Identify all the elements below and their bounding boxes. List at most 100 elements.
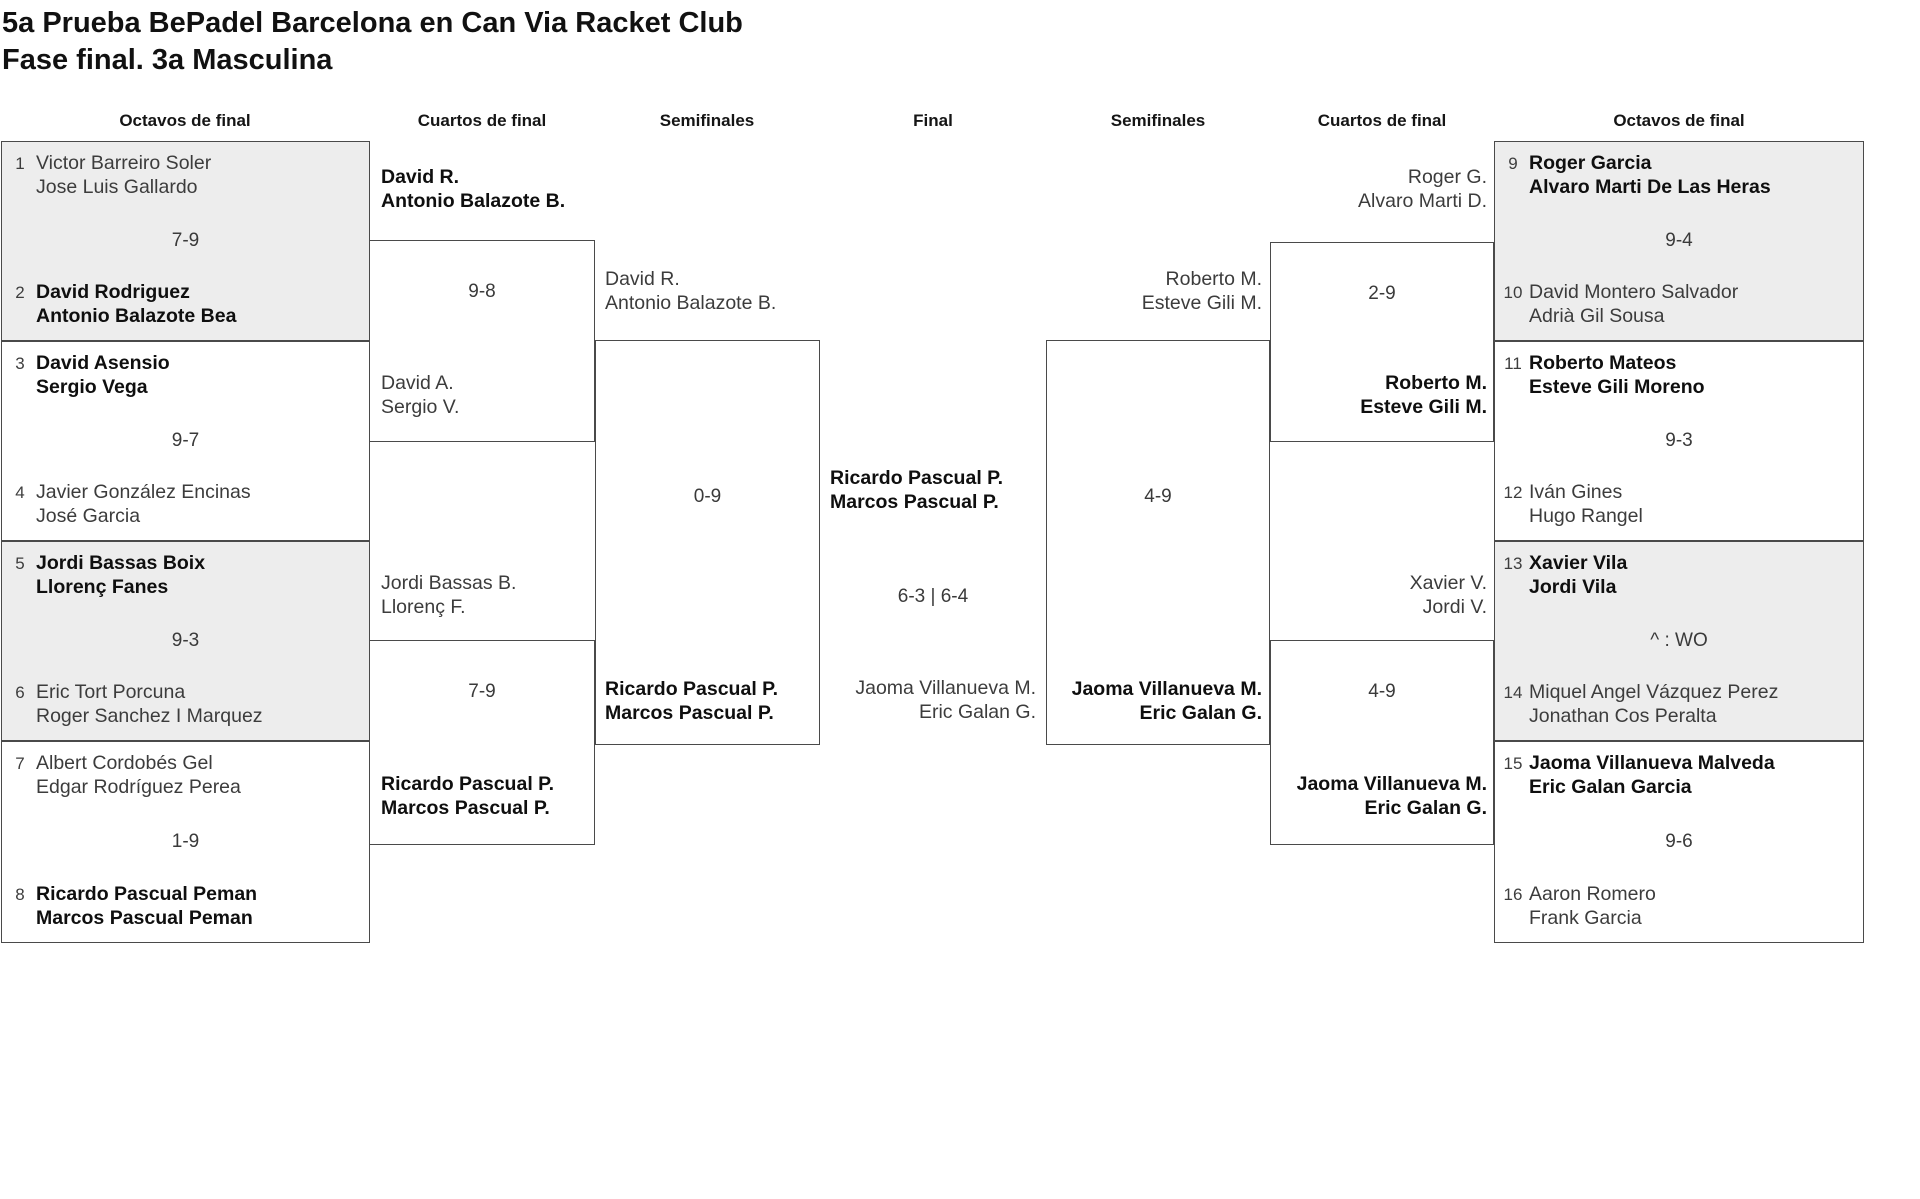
seed-number: 8 (15, 885, 25, 904)
seed-number: 6 (15, 683, 25, 702)
match-score: 9-6 (1665, 831, 1693, 852)
match-box-qf-right-1: 2-9 (1270, 242, 1494, 442)
qf-right-1-top-team: Roger G.Alvaro Marti D. (1358, 166, 1487, 212)
round-header-octavos-left: Octavos de final (119, 111, 251, 130)
qf-right-2-bottom-team: Jaoma Villanueva M.Eric Galan G. (1296, 773, 1487, 819)
match-score: 9-3 (171, 630, 200, 651)
match-score: 4-9 (1144, 486, 1172, 507)
seed-number: 5 (15, 554, 25, 573)
match-score: 2-9 (1368, 283, 1396, 304)
qf-right-2-top-team: Xavier V.Jordi V. (1409, 572, 1487, 618)
match-score: 9-8 (468, 281, 496, 302)
match-score: 9-7 (171, 430, 200, 451)
match-score: 0-9 (693, 486, 722, 507)
match-score: 7-9 (468, 681, 496, 702)
seed-number: 4 (15, 483, 25, 502)
seed-number: 7 (15, 754, 25, 773)
round-header-semis-right: Semifinales (1110, 111, 1206, 130)
round-header-final: Final (913, 111, 953, 130)
match-box-sf-left: 0-9 (595, 340, 820, 745)
round-header-cuartos-left: Cuartos de final (417, 111, 547, 130)
final-bottom-team: Jaoma Villanueva M.Eric Galan G. (855, 677, 1036, 723)
qf-left-2-top-team: Jordi Bassas B.Llorenç F. (381, 572, 517, 618)
sf-left-bottom-team: Ricardo Pascual P.Marcos Pascual P. (605, 678, 779, 724)
qf-left-1-bottom-team: David A.Sergio V. (381, 372, 460, 418)
title-line-2: Fase final. 3a Masculina (2, 44, 333, 76)
match-score: 1-9 (171, 831, 200, 852)
final-top-team: Ricardo Pascual P.Marcos Pascual P. (830, 467, 1004, 513)
seed-number: 14 (1503, 683, 1523, 702)
round-header-cuartos-right: Cuartos de final (1317, 111, 1447, 130)
seed-number: 15 (1503, 754, 1523, 773)
match-score: 9-3 (1665, 430, 1693, 451)
qf-left-1-top-team: David R.Antonio Balazote B. (381, 166, 566, 212)
match-box-qf-left-1: 9-8 (369, 240, 595, 442)
match-box-sf-right: 4-9 (1046, 340, 1270, 745)
page-title: 5a Prueba BePadel Barcelona en Can Via R… (2, 5, 743, 79)
sf-right-top-team: Roberto M.Esteve Gili M. (1141, 268, 1262, 314)
match-score: 4-9 (1368, 681, 1396, 702)
title-line-1: 5a Prueba BePadel Barcelona en Can Via R… (2, 7, 743, 39)
sf-right-bottom-team: Jaoma Villanueva M.Eric Galan G. (1071, 678, 1262, 724)
qf-right-1-bottom-team: Roberto M.Esteve Gili M. (1360, 372, 1487, 418)
seed-number: 9 (1508, 154, 1518, 173)
round-header-semis-left: Semifinales (659, 111, 755, 130)
match-box-qf-right-2: 4-9 (1270, 640, 1494, 845)
seed-number: 3 (15, 354, 25, 373)
seed-number: 2 (15, 283, 25, 302)
qf-left-2-bottom-team: Ricardo Pascual P.Marcos Pascual P. (381, 773, 555, 819)
match-score: 9-4 (1665, 230, 1693, 251)
final-score: 6-3 | 6-4 (897, 586, 969, 607)
seed-number: 13 (1503, 554, 1523, 573)
seed-number: 10 (1503, 283, 1523, 302)
match-score: 7-9 (171, 230, 200, 251)
match-box-qf-left-2: 7-9 (369, 640, 595, 845)
seed-number: 1 (15, 154, 25, 173)
seed-number: 16 (1503, 885, 1523, 904)
seed-number: 11 (1504, 354, 1522, 373)
seed-number: 12 (1503, 483, 1523, 502)
match-score: ^ : WO (1650, 630, 1708, 651)
round-header-octavos-right: Octavos de final (1613, 111, 1745, 130)
sf-left-top-team: David R.Antonio Balazote B. (605, 268, 777, 314)
